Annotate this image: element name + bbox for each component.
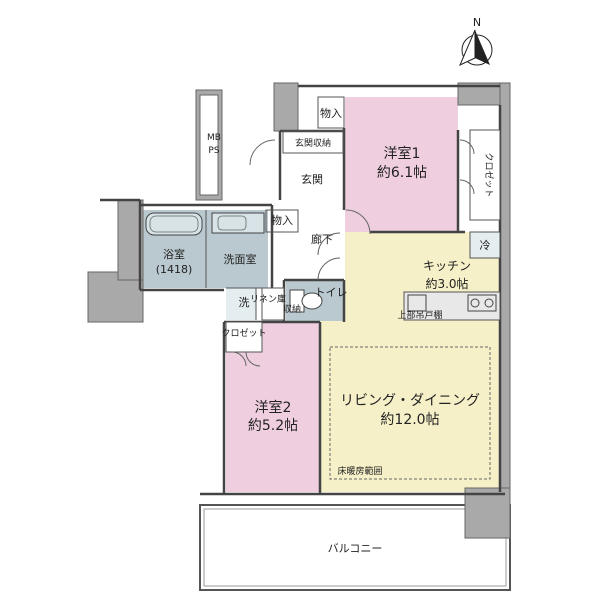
mb-label: MB: [207, 133, 221, 143]
linen-label: リネン庫: [250, 293, 286, 305]
toilet-name: トイレ: [315, 286, 348, 299]
mbps: MB PS: [199, 94, 221, 196]
shoe-storage-label: 玄関収納: [295, 137, 331, 149]
western-room-1-floor: [345, 97, 458, 232]
ldk-name: リビング・ダイニング: [340, 393, 480, 409]
western-room-1-size: 約6.1帖: [377, 165, 427, 181]
closet-room2-label: クロゼット: [221, 327, 266, 339]
bathtub-icon: [145, 212, 203, 236]
entrance-name: 玄関: [301, 172, 323, 186]
washer-label: 洗: [239, 296, 250, 309]
kitchen-floor: [345, 232, 467, 292]
balcony-label: バルコニー: [328, 542, 383, 555]
closet-room1-label: クロゼット: [483, 152, 495, 197]
ps-label: PS: [208, 146, 219, 156]
western-room-2-size: 約5.2帖: [248, 418, 298, 434]
sink-icon: [211, 212, 265, 234]
storage-top-label: 物入: [320, 106, 342, 120]
ldk-floor: [320, 292, 500, 492]
kitchen-size: 約3.0帖: [425, 276, 468, 291]
washer-floor: [226, 288, 256, 320]
fridge-label: 冷: [480, 239, 491, 252]
floor-heating-label: 床暖房範囲: [337, 465, 382, 477]
floor-heating-area: [329, 346, 491, 480]
kitchen-name: キッチン: [423, 259, 471, 273]
western-room-1-name: 洋室1: [384, 145, 421, 162]
washroom-name: 洗面室: [224, 252, 257, 266]
door-swings: [231, 139, 475, 367]
western-room-2-name: 洋室2: [255, 399, 292, 416]
bathroom-name: 浴室: [163, 247, 185, 261]
bathroom-size: (1418): [156, 263, 193, 276]
stove-icon: [407, 294, 497, 312]
compass-n-label: N: [473, 16, 481, 29]
balcony: バルコニー: [199, 504, 511, 591]
thin-lines: [205, 96, 501, 353]
range-hood-label: 上部吊戸棚: [397, 309, 442, 321]
compass-icon: N: [459, 16, 493, 67]
hallway-name: 廊下: [311, 232, 333, 246]
wall-lines: [100, 84, 505, 496]
storage-hall-label: 物入: [271, 213, 293, 227]
toilet-storage-label: 収納: [283, 303, 301, 315]
ldk-size: 約12.0帖: [380, 412, 439, 428]
toilet-icon: [289, 289, 323, 313]
